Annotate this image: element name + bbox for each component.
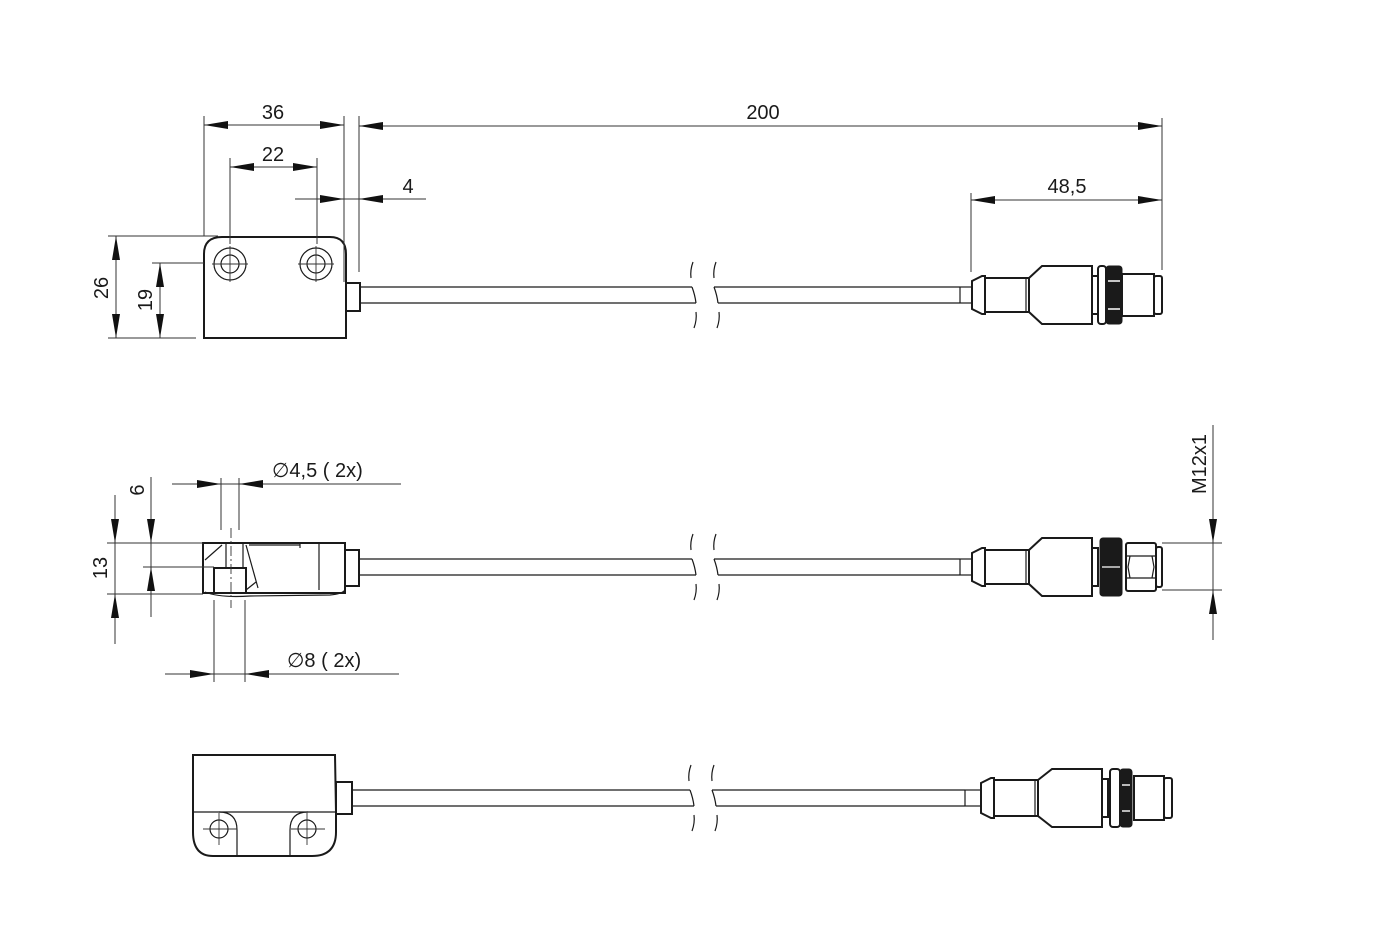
sensor-body	[203, 236, 347, 339]
dimension-phi-8: ∅8 ( 2x)	[165, 600, 399, 682]
dimension-19: 19	[135, 262, 204, 338]
m12-connector-top	[971, 537, 1163, 597]
dimension-200: 200	[359, 102, 1163, 270]
break-mark	[690, 261, 720, 329]
dim-label-36: 36	[262, 102, 284, 124]
dimension-13: 13	[90, 495, 203, 644]
m12-connector	[971, 265, 1163, 325]
mounting-hole-right	[298, 246, 334, 282]
dim-label-m12: M12x1	[1189, 434, 1211, 494]
dimension-48-5: 48,5	[970, 176, 1162, 272]
top-view: ∅4,5 ( 2x) ∅8 ( 2x) 13 6	[90, 425, 1222, 682]
dim-label-6: 6	[127, 484, 149, 495]
break-mark	[688, 764, 718, 832]
dim-label-200: 200	[746, 102, 779, 124]
break-mark	[690, 533, 720, 601]
dim-label-48-5: 48,5	[1048, 176, 1087, 198]
dimension-22: 22	[229, 144, 318, 244]
cable-gland-iso	[335, 781, 353, 815]
dimension-4: 4	[295, 116, 426, 272]
m12-connector-iso	[980, 768, 1173, 828]
dimension-phi-4-5: ∅4,5 ( 2x)	[172, 460, 401, 530]
cable	[360, 286, 972, 304]
cable-top	[359, 558, 972, 576]
dimension-6: 6	[127, 477, 214, 617]
dimension-26: 26	[91, 235, 218, 339]
front-view: 36 22 4 200	[91, 102, 1163, 339]
cable-iso	[352, 789, 981, 807]
dimension-36: 36	[203, 102, 345, 282]
dim-label-19: 19	[135, 289, 157, 311]
dim-label-phi-8: ∅8 ( 2x)	[287, 650, 361, 672]
dim-label-22: 22	[262, 144, 284, 166]
mounting-hole-left	[212, 246, 248, 282]
dim-label-phi-4-5: ∅4,5 ( 2x)	[272, 460, 363, 482]
dimension-m12: M12x1	[1162, 425, 1222, 640]
cable-gland	[345, 282, 361, 312]
cable-gland-top	[344, 549, 360, 587]
sensor-body-top	[202, 528, 346, 608]
dim-label-26: 26	[91, 277, 113, 299]
isometric-view	[192, 754, 1173, 857]
dim-label-4: 4	[402, 176, 413, 198]
sensor-body-iso	[192, 754, 337, 857]
dim-label-13: 13	[90, 557, 112, 579]
